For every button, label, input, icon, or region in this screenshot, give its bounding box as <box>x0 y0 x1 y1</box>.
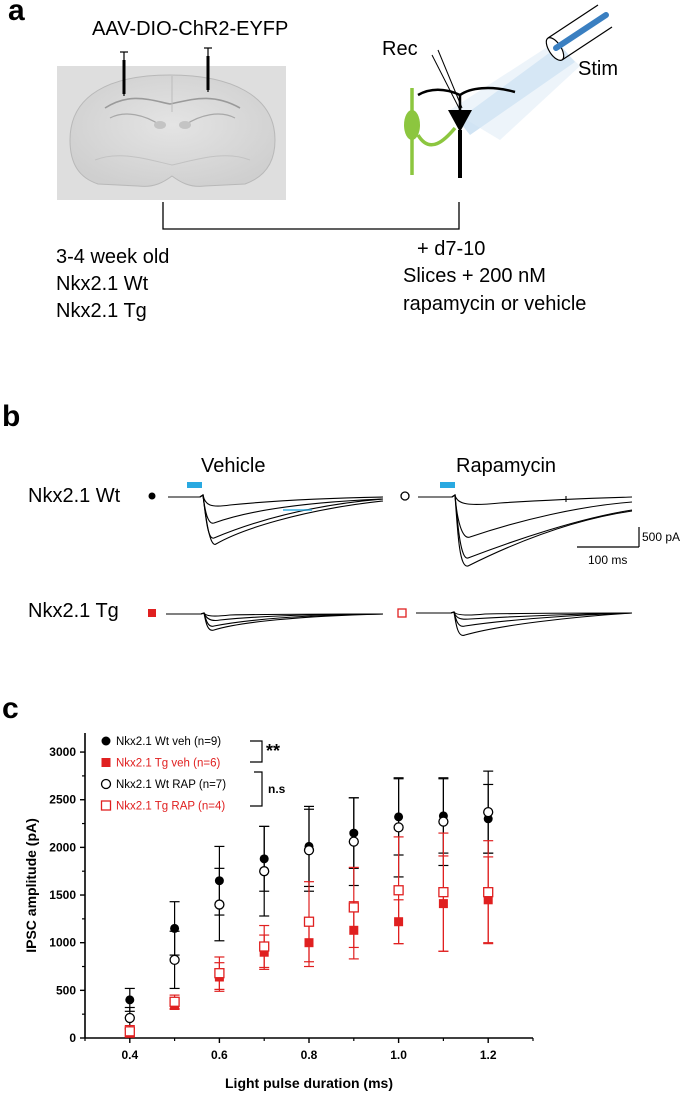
data-point <box>438 816 449 827</box>
data-point <box>393 822 404 833</box>
data-point <box>170 923 180 933</box>
stim-fiber-icon <box>545 4 613 61</box>
scale-bar <box>577 527 640 548</box>
y-tick-label: 0 <box>69 1031 76 1045</box>
treatment-label: rapamycin or vehicle <box>403 293 587 315</box>
tg-genotype-label: Nkx2.1 Tg <box>56 300 147 322</box>
y-tick-label: 2500 <box>49 793 76 807</box>
panel-c-letter: c <box>2 692 19 725</box>
panel-a-letter: a <box>8 0 25 27</box>
stim-label: Stim <box>578 58 618 80</box>
significance-stars: ** <box>266 741 280 761</box>
pyramidal-neuron-icon <box>417 86 516 178</box>
x-tick-label: 1.0 <box>390 1048 407 1062</box>
legend-label: Nkx2.1 Tg RAP (n=4) <box>116 801 225 813</box>
data-point <box>259 941 270 952</box>
y-tick-label: 1500 <box>49 888 76 902</box>
panel-b-letter: b <box>2 400 21 433</box>
y-axis-label: IPSC amplitude (pA) <box>23 818 39 953</box>
rec-pipette-icon <box>431 49 463 111</box>
days-label: + d7-10 <box>417 238 486 260</box>
y-tick-label: 3000 <box>49 745 76 759</box>
legend-label: Nkx2.1 Wt RAP (n=7) <box>116 779 226 791</box>
rec-label: Rec <box>382 38 418 60</box>
series-2 <box>124 770 494 1030</box>
data-point <box>438 887 449 898</box>
x-tick-label: 0.4 <box>121 1048 138 1062</box>
slices-label: Slices + 200 nM <box>403 265 546 287</box>
legend-marker <box>101 736 111 746</box>
wt-rapamycin-traces <box>418 494 633 567</box>
scale-x-label: 100 ms <box>588 553 628 567</box>
x-axis-label: Light pulse duration (ms) <box>225 1075 393 1091</box>
green-interneuron-icon <box>404 88 457 175</box>
data-point <box>259 866 270 877</box>
stim-bar-rapamycin <box>440 482 455 488</box>
data-point <box>483 806 494 818</box>
x-tick-label: 0.8 <box>301 1048 318 1062</box>
stim-bar-vehicle <box>187 482 202 488</box>
wt-veh-marker <box>148 492 156 500</box>
wt-vehicle-traces <box>168 494 384 545</box>
age-label: 3-4 week old <box>56 246 170 268</box>
data-point <box>169 996 180 1007</box>
legend-marker <box>101 758 111 767</box>
x-tick-label: 0.6 <box>211 1048 228 1062</box>
data-point <box>348 836 359 847</box>
data-point <box>169 954 180 965</box>
tg-vehicle-traces <box>166 612 384 631</box>
significance-bracket <box>250 740 263 763</box>
tg-rapamycin-traces <box>416 611 633 636</box>
tg-veh-marker <box>148 609 156 617</box>
tg-row-label: Nkx2.1 Tg <box>28 600 119 622</box>
data-point <box>483 887 494 898</box>
data-point <box>214 899 225 910</box>
wt-rap-marker <box>400 491 410 501</box>
virus-label: AAV-DIO-ChR2-EYFP <box>92 18 289 40</box>
legend-marker <box>100 778 112 790</box>
y-tick-label: 500 <box>56 983 76 997</box>
rapamycin-header: Rapamycin <box>456 455 557 477</box>
tg-rap-marker <box>397 608 407 618</box>
wt-row-label: Nkx2.1 Wt <box>28 485 121 507</box>
legend-label: Nkx2.1 Wt veh (n=9) <box>116 736 221 748</box>
data-point <box>348 902 359 913</box>
data-point <box>214 968 225 979</box>
wt-genotype-label: Nkx2.1 Wt <box>56 273 149 295</box>
series-3 <box>124 832 494 1038</box>
data-point <box>303 916 315 927</box>
scale-y-label: 500 pA <box>642 530 681 544</box>
data-point <box>125 995 135 1005</box>
x-tick-label: 1.2 <box>480 1048 497 1062</box>
vehicle-header: Vehicle <box>201 455 266 477</box>
data-point <box>303 845 315 856</box>
data-point <box>124 1012 135 1024</box>
ns-label: n.s <box>268 782 286 796</box>
data-point <box>124 1026 135 1037</box>
legend-label: Nkx2.1 Tg veh (n=6) <box>116 758 220 770</box>
y-tick-label: 1000 <box>49 936 76 950</box>
data-point <box>393 885 404 896</box>
legend-marker <box>100 800 112 811</box>
y-tick-label: 2000 <box>49 840 76 854</box>
ns-bracket <box>250 771 263 807</box>
